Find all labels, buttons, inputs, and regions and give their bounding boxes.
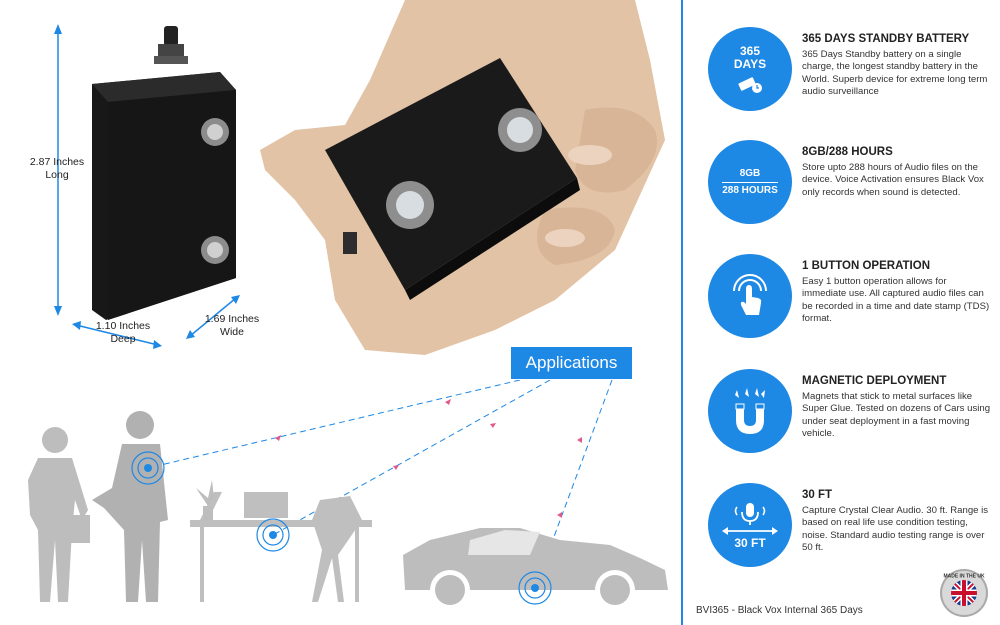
battery-badge-line-2: DAYS <box>733 56 767 71</box>
battery-badge-line-1: 365 <box>739 43 761 58</box>
magnetic-feature-badge <box>708 369 792 453</box>
range-badge-line-1: 30 FT <box>734 535 766 550</box>
battery-feature-badge: 365 DAYS <box>708 27 792 111</box>
feature-description: 365 Days Standby battery on a single cha… <box>802 49 988 98</box>
vertical-divider <box>681 0 683 625</box>
range-feature-badge: 30 FT <box>708 483 792 567</box>
made-in-uk-badge: MADE IN THE UK <box>940 569 988 617</box>
feature-title: 365 DAYS STANDBY BATTERY <box>802 33 970 45</box>
feature-description: Store upto 288 hours of Audio files on t… <box>802 162 984 198</box>
feature-description: Easy 1 button operation allows for immed… <box>802 276 990 325</box>
feature-description: Capture Crystal Clear Audio. 30 ft. Rang… <box>802 505 989 554</box>
depth-dimension-label: 1.10 Inches Deep <box>95 320 151 345</box>
feature-title: 30 FT <box>802 489 833 501</box>
feature-title: MAGNETIC DEPLOYMENT <box>802 375 947 387</box>
storage-icon: 8GB 288 HOURS <box>722 168 778 197</box>
storage-badge-line-2: 288 HOURS <box>722 184 778 196</box>
width-dimension-label: 1.69 Inches Wide <box>204 313 260 338</box>
feature-battery: 365 DAYS 365 DAYS STANDBY BATTERY 365 Da… <box>683 27 1000 137</box>
microphone-range-icon <box>722 502 778 535</box>
feature-storage: 8GB 288 HOURS 8GB/288 HOURS Store upto 2… <box>683 140 1000 250</box>
applications-scene <box>28 380 668 610</box>
feature-magnetic: MAGNETIC DEPLOYMENT Magnets that stick t… <box>683 369 1000 479</box>
storage-feature-badge: 8GB 288 HOURS <box>708 140 792 224</box>
applications-label: Applications <box>525 353 618 372</box>
height-dimension-label: 2.87 Inches Long <box>29 156 85 181</box>
device-illustration <box>54 24 240 349</box>
applications-button[interactable]: Applications <box>511 347 632 379</box>
uk-flag-icon: MADE IN THE UK <box>943 574 985 606</box>
touch-button-icon <box>733 274 767 315</box>
feature-range: 30 FT 30 FT Capture Crystal Clear Audio.… <box>683 483 1000 593</box>
feature-description: Magnets that stick to metal surfaces lik… <box>802 391 991 440</box>
feature-title: 8GB/288 HOURS <box>802 146 893 158</box>
feature-title: 1 BUTTON OPERATION <box>802 260 930 272</box>
magnet-icon <box>735 388 765 434</box>
product-caption: BVI365 - Black Vox Internal 365 Days <box>696 605 863 616</box>
one-button-feature-badge <box>708 254 792 338</box>
battery-timer-icon <box>738 76 762 93</box>
feature-one-button: 1 BUTTON OPERATION Easy 1 button operati… <box>683 254 1000 364</box>
hand-holding-device-photo <box>260 0 665 355</box>
badge-text: MADE IN THE UK <box>943 574 985 580</box>
storage-badge-line-1: 8GB <box>739 167 761 179</box>
